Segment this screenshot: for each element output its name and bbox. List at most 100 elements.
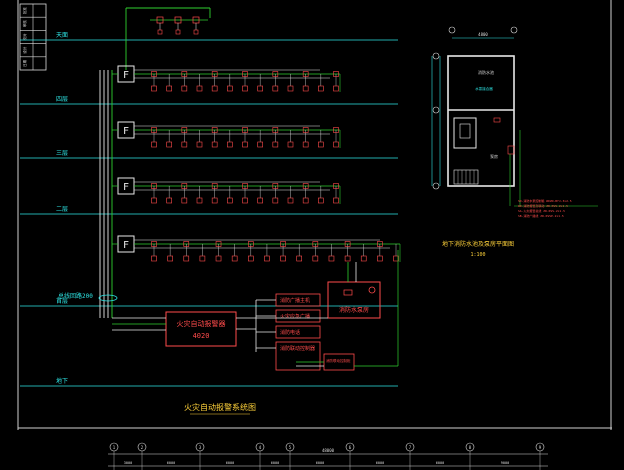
detector: [211, 141, 218, 148]
detector: [166, 85, 172, 92]
module: [377, 241, 383, 247]
module: [211, 71, 218, 77]
detector: [227, 141, 233, 148]
plan-legend-line: SD-消防水泵控制箱 WDZN-BYJ-3x2.5: [518, 198, 572, 203]
linkage-interface: 消防联动控制柜: [296, 250, 399, 371]
pump-room-plan: 4800 消防水池 水泵接合器 泵房 SD-消防水泵控制箱 WDZN-BYJ-3…: [431, 26, 598, 258]
module: [302, 127, 309, 133]
detector: [318, 197, 324, 204]
detector: [183, 255, 190, 262]
axis-span: 6000: [271, 461, 279, 465]
detector: [257, 197, 263, 204]
axis-total: 48000: [322, 448, 335, 453]
module: [333, 183, 339, 189]
detector: [377, 255, 383, 262]
output-module-label: 消防电话: [280, 329, 300, 336]
fire-alarm-controller: 火灾自动报警器 4020: [112, 311, 237, 347]
title-block-cell: 校对: [22, 33, 27, 40]
detector: [227, 85, 233, 92]
module: [302, 71, 309, 77]
output-module-label: 消防联动控制器: [280, 345, 315, 352]
module: [302, 183, 309, 189]
module: [211, 127, 218, 133]
detector: [296, 255, 303, 262]
floor-panel-glyph: F: [123, 182, 129, 193]
svg-text:水泵接合器: 水泵接合器: [475, 86, 493, 91]
output-module: [275, 341, 321, 371]
module: [242, 183, 248, 189]
axis-span: 6000: [167, 461, 175, 465]
module: [333, 127, 339, 133]
detector: [302, 197, 309, 204]
axis-span: 6000: [436, 461, 444, 465]
floor-panel-glyph: F: [123, 70, 129, 81]
svg-text:4800: 4800: [478, 32, 488, 37]
axis-number: 4: [259, 445, 262, 450]
module: [151, 127, 157, 133]
svg-text:4020: 4020: [193, 332, 210, 340]
detector: [248, 255, 254, 262]
floor-label: 首层: [56, 297, 68, 305]
title-block-cell: 审核: [22, 20, 27, 27]
detector: [242, 141, 248, 148]
detector: [333, 197, 339, 204]
plan-legend-line: SB-消防广播线 ZR-RVSP-2x1.5: [518, 213, 564, 218]
detector: [318, 85, 324, 92]
detector: [196, 141, 203, 148]
detector: [318, 141, 324, 148]
module: [344, 241, 351, 247]
detector: [360, 255, 367, 262]
axis-number: 5: [289, 445, 292, 450]
floor-label: 四层: [56, 96, 68, 103]
svg-text:总线回路200: 总线回路200: [58, 292, 93, 300]
detector: [167, 255, 173, 262]
title-block-cell: 批准: [22, 7, 27, 14]
detector: [242, 85, 248, 92]
detector: [151, 141, 157, 148]
module: [181, 71, 188, 77]
detector: [312, 255, 319, 262]
module: [312, 241, 319, 247]
module: [151, 71, 157, 77]
axis-number: 7: [409, 445, 412, 450]
detector: [328, 255, 335, 262]
svg-text:消防联动控制柜: 消防联动控制柜: [326, 358, 351, 363]
floor-label: 二层: [56, 206, 68, 213]
svg-text:地下消防水池及泵房平面图: 地下消防水池及泵房平面图: [442, 240, 514, 248]
output-module-label: 消防广播主机: [280, 297, 310, 304]
floor-label: 天面: [56, 32, 68, 39]
module: [211, 183, 218, 189]
detector: [333, 85, 339, 92]
detector: [211, 197, 218, 204]
detector: [393, 255, 399, 262]
detector: [231, 255, 238, 262]
cable-note: 总线回路200: [58, 292, 118, 302]
detector: [196, 85, 203, 92]
module: [280, 241, 286, 247]
axis-number: 8: [469, 445, 472, 450]
svg-text:1:100: 1:100: [470, 252, 485, 258]
detector: [287, 85, 294, 92]
axis-span: 9000: [501, 461, 509, 465]
detector: [272, 141, 279, 148]
detector: [215, 255, 222, 262]
detector: [199, 255, 206, 262]
axis-span: 6000: [316, 461, 324, 465]
detector: [227, 197, 233, 204]
axis-span: 3000: [124, 461, 132, 465]
riser-bundle: [99, 7, 211, 318]
plan-legend-line: SA-火灾报警总线 ZR-RVS-2x1.5: [518, 208, 565, 213]
module: [272, 183, 279, 189]
axis-number: 2: [141, 445, 144, 450]
detector: [181, 141, 188, 148]
detector: [287, 197, 294, 204]
module: [272, 71, 279, 77]
detector: [151, 255, 157, 262]
module: [181, 127, 188, 133]
detector: [272, 197, 279, 204]
floor-panel-glyph: F: [123, 126, 129, 137]
